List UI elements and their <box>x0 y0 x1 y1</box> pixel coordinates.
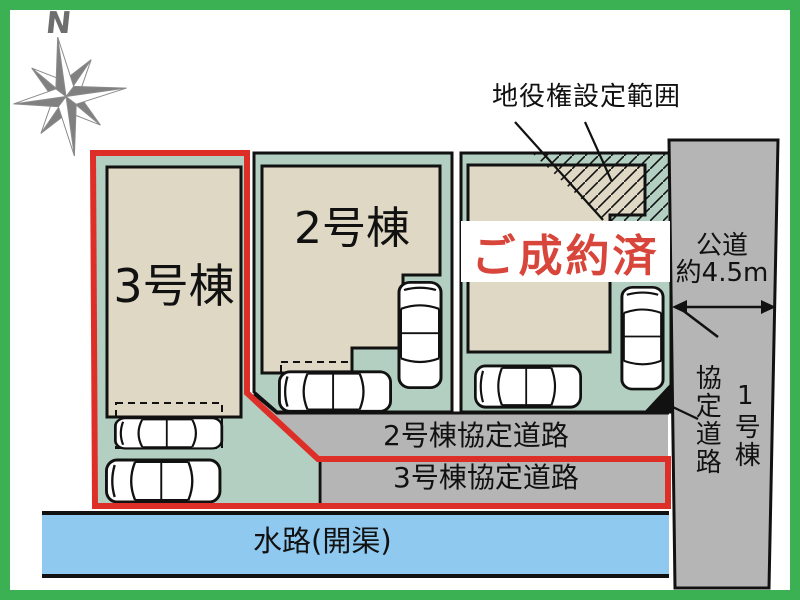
car-icon-lot3-upper <box>113 416 224 450</box>
road3-label: 3号棟協定道路 <box>393 461 579 494</box>
lot2-label: 2号棟 <box>294 203 410 254</box>
compass-rose-icon <box>13 36 127 157</box>
car-icon-lot1-horizontal <box>473 364 583 409</box>
public-road-name: 公道 <box>695 231 748 261</box>
road-width-arrow <box>672 300 776 339</box>
waterway-area <box>42 511 669 578</box>
red-boundary-outline <box>89 150 671 509</box>
lot3-label: 3号棟 <box>113 259 235 313</box>
public-road-width: 約4.5m <box>675 258 769 289</box>
public-road-label: 公道 約4.5m <box>669 231 775 289</box>
public-road-area <box>667 138 780 590</box>
waterway-label: 水路(開渠) <box>253 524 392 558</box>
road2-area <box>253 392 669 459</box>
easement-label: 地役権設定範囲 <box>492 82 682 112</box>
corner-cut-triangle <box>644 383 671 412</box>
road3-area <box>318 461 668 505</box>
car-icon-lot1-vertical <box>620 285 665 391</box>
building-3 <box>105 165 243 419</box>
sold-label: ご成約済 <box>471 230 660 282</box>
corner-leader-line <box>657 399 699 420</box>
car-icon-lot2-horizontal <box>277 370 393 413</box>
road2-label: 2号棟協定道路 <box>383 419 569 452</box>
car-icon-lot2-vertical <box>397 280 443 390</box>
sold-banner: ご成約済 <box>461 221 670 282</box>
lot1-vertical-label: 1号棟 <box>730 381 761 469</box>
kyotei-road-vertical-label: 協定道路 <box>691 364 722 476</box>
compass-north-label: N <box>44 6 73 41</box>
car-icon-lot3-lower <box>104 458 222 504</box>
easement-leader-lines <box>514 121 614 221</box>
